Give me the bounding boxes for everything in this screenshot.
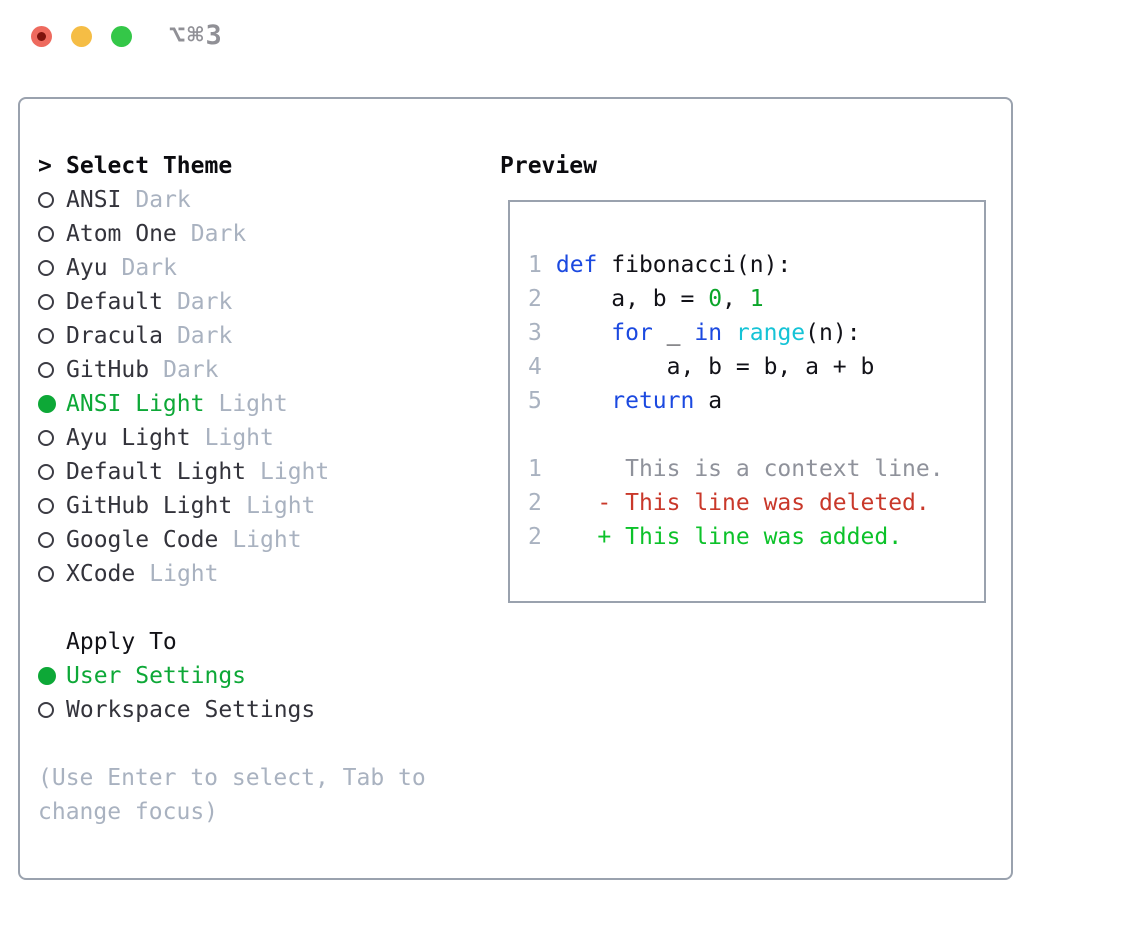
- line-number: 3: [528, 320, 542, 346]
- radio-selected-icon: [38, 667, 56, 685]
- theme-variant-label: Light: [204, 425, 274, 451]
- code-line: 4 a, b = b, a + b: [528, 354, 875, 380]
- zoom-button[interactable]: [111, 26, 132, 47]
- diff-deleted-line: 2 - This line was deleted.: [528, 490, 930, 516]
- apply-option-workspace-settings[interactable]: Workspace Settings: [38, 693, 426, 727]
- theme-variant-label: Light: [218, 391, 288, 417]
- help-text-line1: (Use Enter to select, Tab to: [38, 765, 426, 791]
- line-number: 1: [528, 252, 542, 278]
- minimize-button[interactable]: [71, 26, 92, 47]
- theme-variant-label: Light: [246, 493, 316, 519]
- theme-variant-label: Light: [232, 527, 302, 553]
- theme-variant-label: Dark: [135, 187, 191, 213]
- radio-unselected-icon: [38, 294, 54, 310]
- apply-option-user-settings[interactable]: User Settings: [38, 659, 426, 693]
- code-line: 2 a, b = 0, 1: [528, 286, 764, 312]
- diff-context-line: 1 This is a context line.: [528, 456, 944, 482]
- theme-variant-label: Dark: [121, 255, 177, 281]
- radio-unselected-icon: [38, 566, 54, 582]
- radio-unselected-icon: [38, 532, 54, 548]
- apply-to-title: Apply To: [66, 629, 177, 655]
- theme-variant-label: Light: [260, 459, 330, 485]
- radio-unselected-icon: [38, 260, 54, 276]
- unsaved-dot-icon: [37, 32, 46, 41]
- close-button[interactable]: [31, 26, 52, 47]
- blank-line: [528, 418, 984, 452]
- help-text-line2: change focus): [38, 799, 219, 825]
- radio-unselected-icon: [38, 226, 54, 242]
- radio-unselected-icon: [38, 430, 54, 446]
- radio-unselected-icon: [38, 464, 54, 480]
- select-theme-header: > Select Theme: [38, 149, 426, 183]
- preview-title: Preview: [500, 153, 597, 179]
- line-number: 1: [528, 456, 542, 482]
- theme-variant-label: Dark: [176, 289, 233, 315]
- radio-unselected-icon: [38, 328, 54, 344]
- line-number: 4: [528, 354, 542, 380]
- radio-unselected-icon: [38, 192, 54, 208]
- select-theme-title: Select Theme: [66, 153, 233, 179]
- code-line: 3 for _ in range(n):: [528, 320, 861, 346]
- radio-unselected-icon: [38, 702, 54, 718]
- theme-variant-label: Light: [149, 561, 219, 587]
- diff-added-line: 2 + This line was added.: [528, 524, 903, 550]
- line-number: 5: [528, 388, 542, 414]
- line-number: 2: [528, 490, 542, 516]
- line-number: 2: [528, 286, 542, 312]
- radio-unselected-icon: [38, 498, 54, 514]
- line-number: 2: [528, 524, 542, 550]
- theme-variant-label: Dark: [163, 357, 219, 383]
- code-line: 5 return a: [528, 388, 723, 414]
- apply-to-header: Apply To: [38, 625, 426, 659]
- prompt-icon: >: [38, 153, 52, 179]
- radio-unselected-icon: [38, 362, 54, 378]
- theme-variant-label: Dark: [190, 221, 247, 247]
- window-shortcut-label: ⌥⌘3: [169, 20, 224, 51]
- radio-selected-icon: [38, 395, 56, 413]
- theme-variant-label: Dark: [176, 323, 233, 349]
